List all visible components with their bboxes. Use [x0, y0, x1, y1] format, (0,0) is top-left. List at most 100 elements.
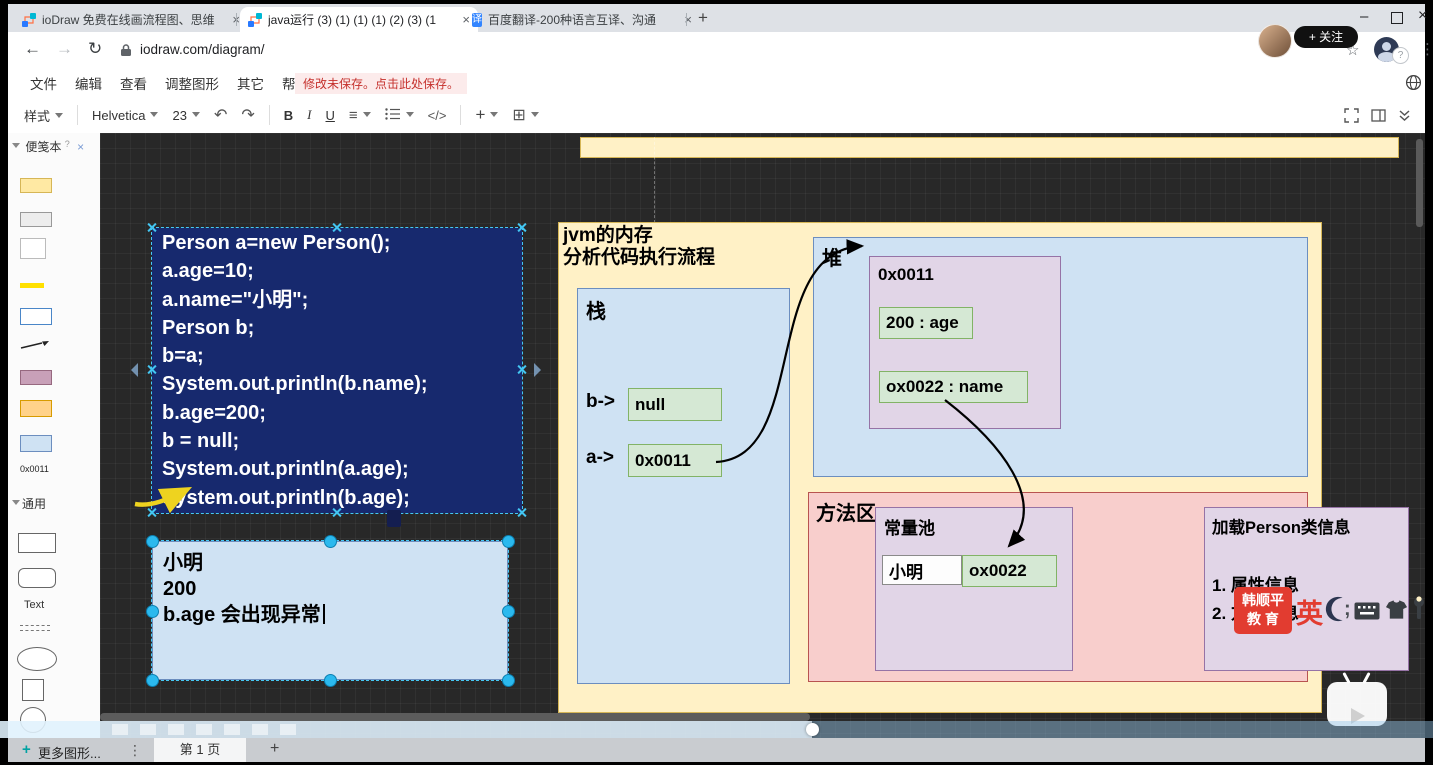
tab-close-icon[interactable]: × [684, 12, 692, 27]
diagram-canvas[interactable]: jvm的内存分析代码执行流程 栈 b-> null a-> 0x0011 堆 0… [100, 133, 1425, 738]
menu-edit[interactable]: 编辑 [75, 76, 102, 92]
insert-dropdown[interactable]: + [475, 105, 499, 125]
undo-icon[interactable]: ↶ [213, 107, 228, 124]
shape-dashed-line[interactable] [20, 625, 50, 626]
shape-thumb-highlight[interactable] [20, 283, 44, 288]
spacing-dropdown[interactable] [384, 107, 414, 123]
table-dropdown[interactable]: ⊞ [512, 105, 539, 125]
heap-object-box[interactable]: 0x0011 200 : age ox0022 : name [869, 256, 1061, 429]
align-dropdown[interactable]: ≡ [349, 107, 371, 124]
shape-thumb-page[interactable] [20, 238, 46, 259]
selection-handle[interactable] [146, 222, 157, 233]
connect-arrow-left-icon[interactable] [124, 363, 138, 377]
vertical-scrollbar[interactable] [1416, 139, 1423, 227]
connect-arrow-right-icon[interactable] [534, 363, 548, 377]
shape-rectangle[interactable] [18, 533, 56, 553]
keyboard-icon[interactable] [1354, 602, 1380, 620]
bold-button[interactable]: B [283, 107, 294, 123]
yellow-strip-shape[interactable] [580, 137, 1399, 158]
constant-pool-name[interactable]: 小明 [882, 555, 962, 585]
tab-close-icon[interactable]: × [462, 12, 470, 27]
italic-button[interactable]: I [307, 107, 312, 122]
scratchpad-help-icon[interactable]: ? [64, 139, 70, 149]
result-box[interactable]: 小明 200 b.age 会出现异常 [151, 540, 509, 681]
collapse-toolbar-icon[interactable] [1398, 109, 1411, 122]
forward-icon[interactable]: → [56, 39, 73, 58]
selection-handle[interactable] [324, 535, 337, 548]
language-globe-icon[interactable] [1405, 74, 1422, 91]
selection-handle[interactable] [331, 222, 342, 233]
shape-ellipse[interactable] [17, 647, 57, 671]
stack-box[interactable]: 栈 b-> null a-> 0x0011 [577, 288, 790, 684]
section-general-header[interactable]: 通用 [12, 495, 46, 512]
wrench-toolbox-icon[interactable] [1410, 596, 1428, 620]
selection-handle[interactable] [146, 674, 159, 687]
menu-view[interactable]: 查看 [120, 76, 147, 92]
heap-box[interactable]: 堆 0x0011 200 : age ox0022 : name [813, 237, 1308, 477]
shirt-skin-icon[interactable] [1385, 600, 1408, 620]
selection-handle[interactable] [324, 674, 337, 687]
underline-button[interactable]: U [325, 107, 335, 123]
selection-handle[interactable] [516, 507, 527, 518]
selection-handle[interactable] [146, 507, 157, 518]
shape-thumb-mauve-rect[interactable] [20, 370, 52, 385]
menu-arrange[interactable]: 调整图形 [165, 76, 219, 92]
uploader-avatar[interactable] [1258, 24, 1292, 58]
menu-extras[interactable]: 其它 [237, 76, 264, 92]
selection-handle[interactable] [516, 364, 527, 375]
ime-mode-label[interactable]: 英 [1296, 599, 1323, 629]
fullscreen-icon[interactable] [1344, 107, 1359, 123]
more-shapes-button[interactable]: 更多图形... [38, 746, 101, 761]
selection-handle[interactable] [516, 222, 527, 233]
more-shapes-plus-icon[interactable]: + [22, 741, 31, 758]
font-family-dropdown[interactable]: Helvetica [92, 108, 159, 123]
reload-icon[interactable]: ↻ [88, 39, 103, 58]
constant-pool-addr[interactable]: ox0022 [962, 555, 1057, 587]
selection-handle[interactable] [146, 364, 157, 375]
shape-thumb-blue-rect[interactable] [20, 308, 52, 325]
shape-thumb-arrow[interactable] [20, 340, 50, 350]
scratchpad-close-icon[interactable]: × [77, 140, 85, 154]
stack-value-a[interactable]: 0x0011 [628, 444, 722, 477]
shape-rounded-rectangle[interactable] [18, 568, 56, 588]
follow-button[interactable]: + 关注 [1294, 26, 1358, 48]
unsaved-changes-notice[interactable]: 修改未保存。点击此处保存。 [295, 73, 468, 94]
moon-icon[interactable] [1324, 594, 1350, 624]
selection-handle[interactable] [146, 605, 159, 618]
selection-handle[interactable] [146, 535, 159, 548]
shape-thumb-orange-rect[interactable] [20, 400, 52, 417]
format-panel-icon[interactable] [1371, 108, 1386, 122]
pages-menu-icon[interactable]: ⋮ [128, 742, 142, 758]
code-format-button[interactable]: </> [427, 107, 447, 123]
shape-thumb-yellow-note[interactable] [20, 178, 52, 193]
page-tab-1[interactable]: 第 1 页 [154, 738, 246, 762]
shape-square[interactable] [22, 679, 44, 701]
shape-thumb-lightblue-rect[interactable] [20, 435, 52, 452]
heap-field-age[interactable]: 200 : age [879, 307, 973, 339]
redo-icon[interactable]: ↷ [241, 107, 255, 124]
progress-playhead[interactable] [806, 723, 819, 736]
selection-handle[interactable] [331, 507, 342, 518]
new-tab-button[interactable]: + [698, 8, 708, 27]
browser-tab-baidu-translate[interactable]: 译 百度翻译-200种语言互译、沟通 × [464, 7, 700, 32]
selection-handle[interactable] [502, 535, 515, 548]
back-icon[interactable]: ← [24, 39, 41, 58]
bilibili-tv-icon[interactable] [1327, 670, 1389, 728]
edit-style-icon[interactable] [387, 510, 401, 527]
window-minimize-button[interactable]: – [1360, 8, 1369, 25]
code-block[interactable]: Person a=new Person(); a.age=10; a.name=… [151, 227, 523, 514]
window-close-button[interactable]: × [1418, 7, 1428, 24]
browser-tab-java-active[interactable]: java运行 (3) (1) (1) (1) (2) (3) (1 × [240, 7, 478, 32]
font-size-dropdown[interactable]: 23 [172, 108, 200, 123]
browser-menu-icon[interactable]: ⋮ [1420, 41, 1433, 58]
shape-thumb-label[interactable]: 0x0011 [20, 464, 49, 474]
add-page-button[interactable]: + [270, 740, 280, 757]
menu-file[interactable]: 文件 [30, 76, 57, 92]
style-dropdown[interactable]: 样式 [24, 106, 64, 125]
heap-field-name[interactable]: ox0022 : name [879, 371, 1028, 403]
browser-tab-iodraw-home[interactable]: ioDraw 免费在线画流程图、思维 × [14, 7, 248, 32]
window-maximize-button[interactable] [1391, 12, 1403, 24]
constant-pool-box[interactable]: 常量池 小明 ox0022 [875, 507, 1073, 671]
video-progress-bar[interactable] [0, 721, 1433, 738]
